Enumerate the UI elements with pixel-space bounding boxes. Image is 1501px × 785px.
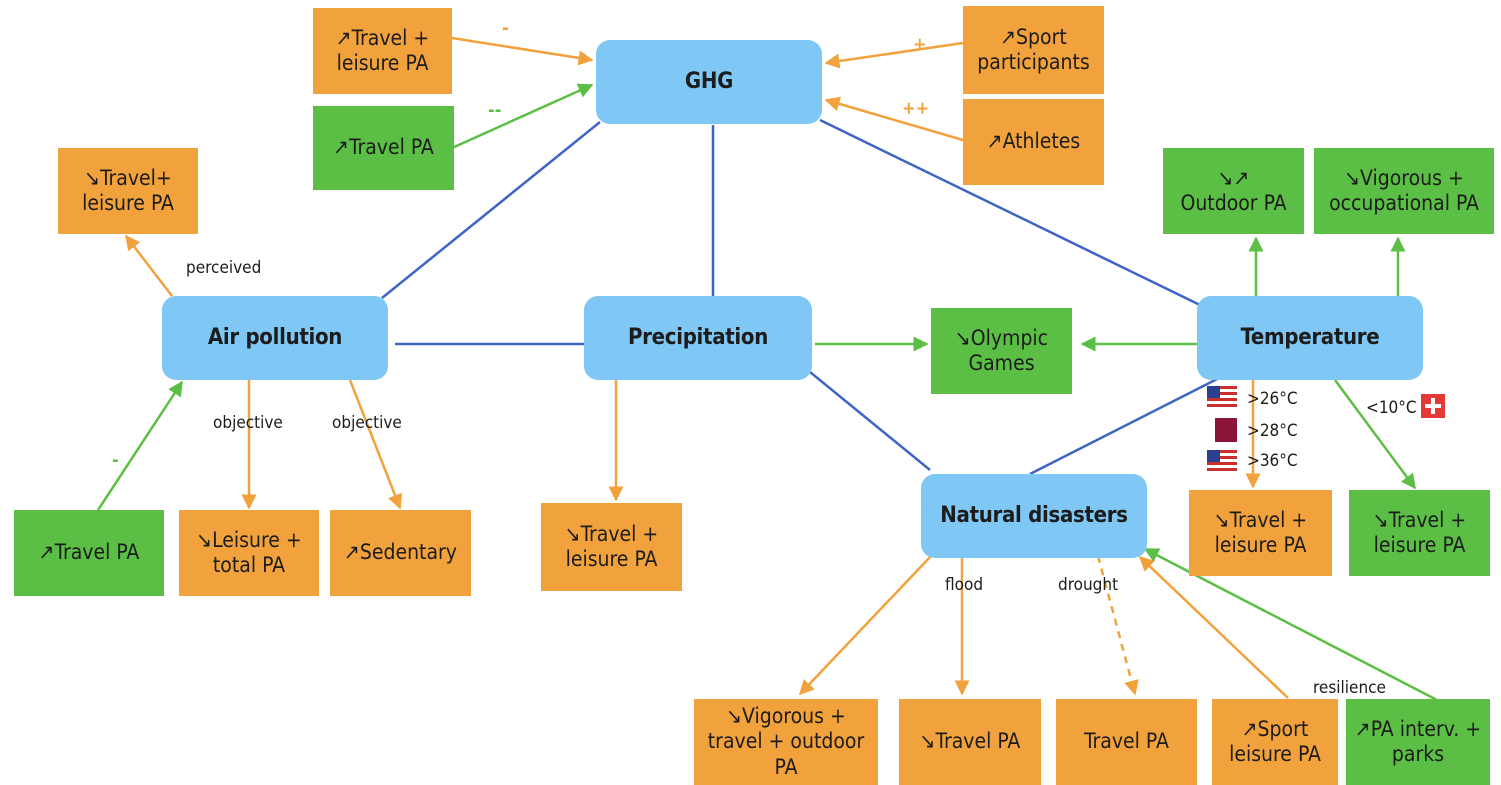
node-temp-cold-travel[interactable]: ↘Travel + leisure PA xyxy=(1349,490,1490,576)
arrow-travel-leisure-ghg xyxy=(451,36,594,66)
node-ghg-athletes[interactable]: ↗Athletes xyxy=(963,99,1104,185)
us-flag-icon xyxy=(1207,386,1237,410)
link-ghg-temp xyxy=(819,118,1201,307)
node-precip-travel-leisure[interactable]: ↘Travel + leisure PA xyxy=(541,503,682,591)
sign-minus-air-travel: - xyxy=(112,450,119,471)
label-objective-sedentary: objective xyxy=(332,413,402,433)
sign-plus-sport: + xyxy=(913,34,927,55)
arrow-nd-vigorous xyxy=(798,554,933,696)
link-ghg-air xyxy=(381,121,601,299)
node-ghg-sport[interactable]: ↗Sport participants xyxy=(963,6,1104,94)
qatar-flag-icon xyxy=(1207,418,1237,442)
node-air-sedentary[interactable]: ↗Sedentary xyxy=(330,510,471,596)
node-nd-drought-travel[interactable]: Travel PA xyxy=(1056,699,1197,785)
label-resilience: resilience xyxy=(1313,678,1386,698)
arrow-nd-drought xyxy=(1096,555,1139,696)
threshold-us-36: >36°C xyxy=(1247,451,1298,471)
label-objective-leisure: objective xyxy=(213,413,283,433)
arrow-sport-nd xyxy=(1138,555,1289,699)
node-air-travel-pa[interactable]: ↗Travel PA xyxy=(14,510,164,596)
label-flood: flood xyxy=(945,575,984,595)
label-drought: drought xyxy=(1058,575,1119,595)
sign-double-minus-travel-pa: -- xyxy=(488,100,502,121)
arrow-air-sedentary xyxy=(348,379,403,510)
us-flag-icon xyxy=(1207,450,1237,474)
link-precip-nd xyxy=(809,371,931,471)
node-temp-vigorous[interactable]: ↘Vigorous + occupational PA xyxy=(1314,148,1494,234)
label-perceived: perceived xyxy=(186,258,262,278)
node-nd-vigorous[interactable]: ↘Vigorous + travel + outdoor PA xyxy=(694,699,878,785)
arrow-air-perceived xyxy=(125,234,173,297)
node-temp-hot-travel[interactable]: ↘Travel + leisure PA xyxy=(1189,490,1332,576)
arrow-travel-pa-air xyxy=(96,380,184,511)
hub-air-pollution[interactable]: Air pollution xyxy=(162,296,388,380)
threshold-us-26: >26°C xyxy=(1247,389,1298,409)
hub-precipitation[interactable]: Precipitation xyxy=(584,296,812,380)
node-nd-pa-interv[interactable]: ↗PA interv. + parks xyxy=(1346,699,1490,785)
link-temp-nd xyxy=(1029,373,1226,476)
threshold-ch-10: <10°C xyxy=(1366,398,1417,418)
hub-natural-disasters[interactable]: Natural disasters xyxy=(921,474,1147,558)
sign-minus-travel-leisure: - xyxy=(502,18,509,39)
hub-ghg[interactable]: GHG xyxy=(596,40,822,124)
node-nd-flood-travel[interactable]: ↘Travel PA xyxy=(899,699,1041,785)
node-nd-sport-leisure[interactable]: ↗Sport leisure PA xyxy=(1212,699,1338,785)
arrow-sport-ghg xyxy=(824,41,964,69)
node-ghg-travel-leisure[interactable]: ↗Travel + leisure PA xyxy=(313,8,452,94)
sign-double-plus-athletes: ++ xyxy=(902,98,930,119)
node-olympic-games[interactable]: ↘Olympic Games xyxy=(931,308,1072,394)
arrow-temp-cold-travel xyxy=(1333,379,1417,490)
switzerland-flag-icon xyxy=(1421,394,1445,418)
threshold-qa-28: >28°C xyxy=(1247,421,1298,441)
node-temp-outdoor[interactable]: ↘↗ Outdoor PA xyxy=(1163,148,1304,234)
node-air-leisure-total[interactable]: ↘Leisure + total PA xyxy=(179,510,319,596)
arrow-travel-pa-ghg xyxy=(451,83,594,150)
node-ghg-travel-pa[interactable]: ↗Travel PA xyxy=(313,106,454,190)
node-air-perceived[interactable]: ↘Travel+ leisure PA xyxy=(58,148,198,234)
arrow-athletes-ghg xyxy=(824,96,964,142)
hub-temperature[interactable]: Temperature xyxy=(1197,296,1423,380)
